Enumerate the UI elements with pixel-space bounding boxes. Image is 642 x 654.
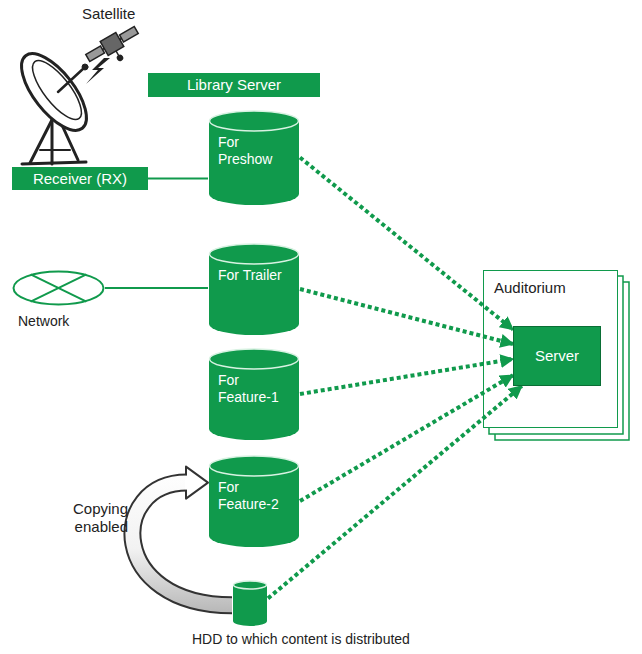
satellite-dish xyxy=(10,43,98,164)
server-band: Library Server xyxy=(148,73,320,97)
cylinder-shape xyxy=(208,243,300,335)
part-label: Satellite xyxy=(82,5,135,23)
network-ellipse xyxy=(12,270,105,306)
node-label: Receiver (RX) xyxy=(27,170,133,188)
node-label: For Feature-1 xyxy=(218,372,282,406)
distribution-arrow xyxy=(300,375,513,501)
edge-label: Copying enabled xyxy=(40,500,128,536)
storage-cylinder: For Feature-1 xyxy=(208,348,300,440)
node-label: Server xyxy=(529,347,585,365)
satellite-craft xyxy=(84,23,146,74)
distribution-arrow xyxy=(300,359,513,394)
hdd-cylinder: HDD to which content is distributed xyxy=(232,580,268,626)
node-label: For Trailer xyxy=(218,267,282,284)
storage-cylinder: For Trailer xyxy=(208,243,300,335)
node-caption: Network xyxy=(18,312,69,330)
storage-cylinder: For Preshow xyxy=(208,110,300,205)
link-line xyxy=(148,178,208,179)
node-label: For Preshow xyxy=(218,134,282,168)
distribution-arrow xyxy=(300,158,513,330)
node-label: For Feature-2 xyxy=(218,479,282,513)
storage-cylinder: For Feature-2 xyxy=(208,455,300,547)
auditorium-frame: AuditoriumServer xyxy=(483,270,618,428)
network-symbol: Network xyxy=(12,270,105,306)
node-label: Library Server xyxy=(181,76,287,94)
signal-bolt xyxy=(86,58,110,84)
link-line xyxy=(105,288,208,289)
receiver-box: Receiver (RX) xyxy=(12,167,148,190)
distribution-arrow xyxy=(300,289,513,344)
node-caption: HDD to which content is distributed xyxy=(192,630,410,648)
cylinder-shape xyxy=(232,580,268,626)
server-box: Server xyxy=(513,326,601,386)
node-label: Auditorium xyxy=(494,279,566,297)
